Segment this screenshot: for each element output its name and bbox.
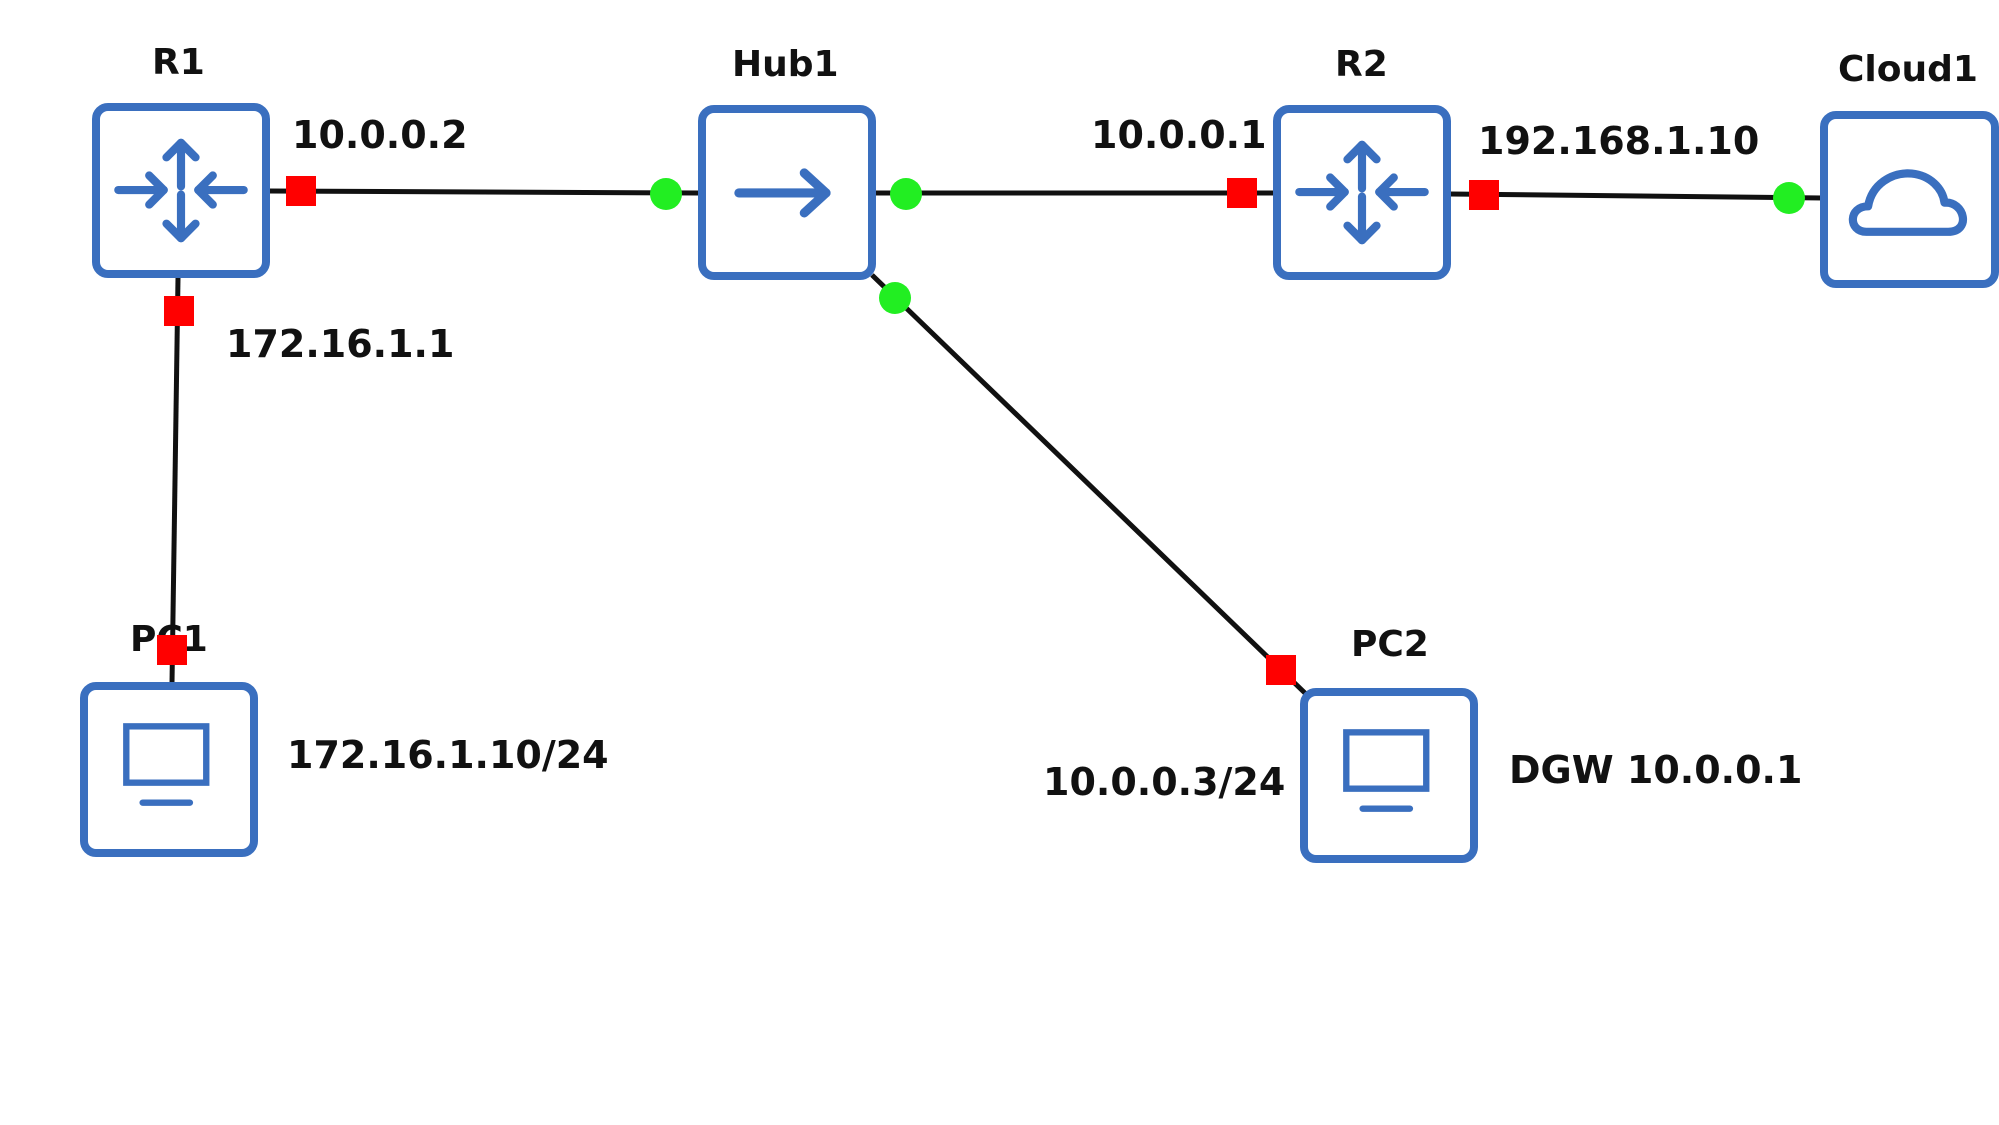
ip-label-r1-hub: 10.0.0.2: [292, 113, 468, 157]
port-hub1-r2[interactable]: [890, 178, 922, 210]
link-r1-hub1[interactable]: [267, 188, 701, 196]
router-r1[interactable]: [92, 103, 270, 278]
port-cloud1[interactable]: [1773, 182, 1805, 214]
port-pc1[interactable]: [157, 635, 187, 665]
port-pc2[interactable]: [1266, 655, 1296, 685]
port-hub1-pc2[interactable]: [879, 282, 911, 314]
hub-icon: [734, 168, 831, 218]
cloud-icon: [1848, 169, 1968, 236]
port-r2-hub[interactable]: [1227, 178, 1257, 208]
node-label-hub1: Hub1: [732, 44, 839, 85]
ip-label-pc1: 172.16.1.10/24: [287, 733, 609, 777]
link-r2-cloud1[interactable]: [1449, 191, 1824, 201]
cloud-cloud1[interactable]: [1820, 111, 1999, 288]
port-r1-hub[interactable]: [286, 176, 316, 206]
pc-pc1[interactable]: [80, 682, 258, 857]
node-label-pc2: PC2: [1351, 624, 1429, 665]
ip-label-r1-pc1: 172.16.1.1: [226, 322, 455, 366]
node-label-r2: R2: [1335, 44, 1388, 85]
port-r2-cloud[interactable]: [1469, 180, 1499, 210]
router-icon: [1295, 140, 1429, 245]
router-r2[interactable]: [1273, 105, 1451, 280]
hub-hub1[interactable]: [698, 105, 876, 280]
monitor-icon: [123, 723, 210, 806]
router-icon: [114, 138, 248, 243]
monitor-icon: [1343, 729, 1430, 812]
pc-pc2[interactable]: [1300, 688, 1478, 863]
ip-label-r2-hub: 10.0.0.1: [1091, 113, 1267, 157]
ip-label-pc2: 10.0.0.3/24: [1043, 760, 1286, 804]
gateway-label-pc2: DGW 10.0.0.1: [1509, 748, 1803, 792]
link-hub1-pc2[interactable]: [870, 273, 1309, 697]
node-label-r1: R1: [152, 42, 205, 83]
port-hub1-r1[interactable]: [650, 178, 682, 210]
ip-label-r2-cloud: 192.168.1.10: [1478, 119, 1760, 163]
link-r1-pc1[interactable]: [169, 277, 181, 684]
port-r1-pc1[interactable]: [164, 296, 194, 326]
node-label-cloud1: Cloud1: [1838, 49, 1978, 90]
